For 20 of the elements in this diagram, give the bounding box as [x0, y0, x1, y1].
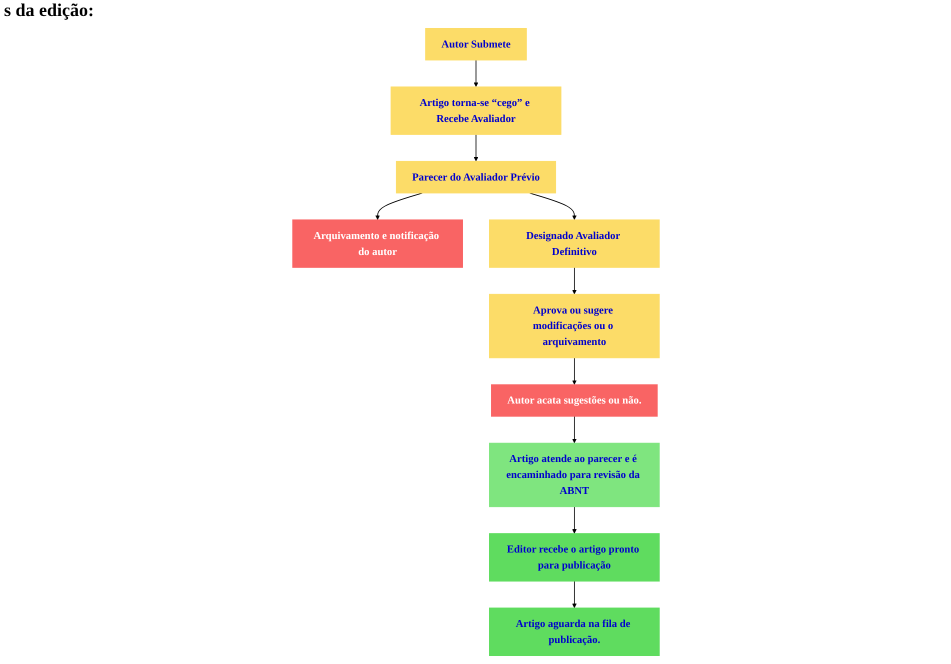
- node-box: Artigo aguarda na fila de publicação.: [488, 608, 660, 656]
- arrow: [572, 506, 576, 534]
- node-box: Artigo torna-se “cego” e Recebe Avaliador: [390, 86, 561, 135]
- arrow: [572, 580, 576, 608]
- node-box: Autor acata sugestões ou não.: [490, 384, 658, 417]
- node-box: Aprova ou sugere modificações ou o arquivamento: [488, 294, 660, 358]
- node-box: Editor recebe o artigo pronto para publicação: [488, 533, 660, 582]
- node-box: Parecer do Avaliador Prévio: [395, 160, 556, 194]
- note-text: s da edição:: [4, 0, 94, 21]
- arrow: [473, 134, 478, 162]
- arrow: [473, 60, 478, 87]
- arrow: [528, 192, 576, 220]
- arrow: [572, 358, 576, 385]
- node-box: Designado Avaliador Definitivo: [488, 219, 660, 268]
- node-box: Artigo atende ao parecer e é encaminhado para revisão da ABNT: [488, 442, 660, 508]
- arrow: [572, 416, 576, 444]
- arrow: [374, 192, 422, 220]
- arrow: [572, 267, 576, 294]
- node-box: Arquivamento e notificação do autor: [292, 219, 462, 268]
- node-box: Autor Submete: [424, 28, 526, 60]
